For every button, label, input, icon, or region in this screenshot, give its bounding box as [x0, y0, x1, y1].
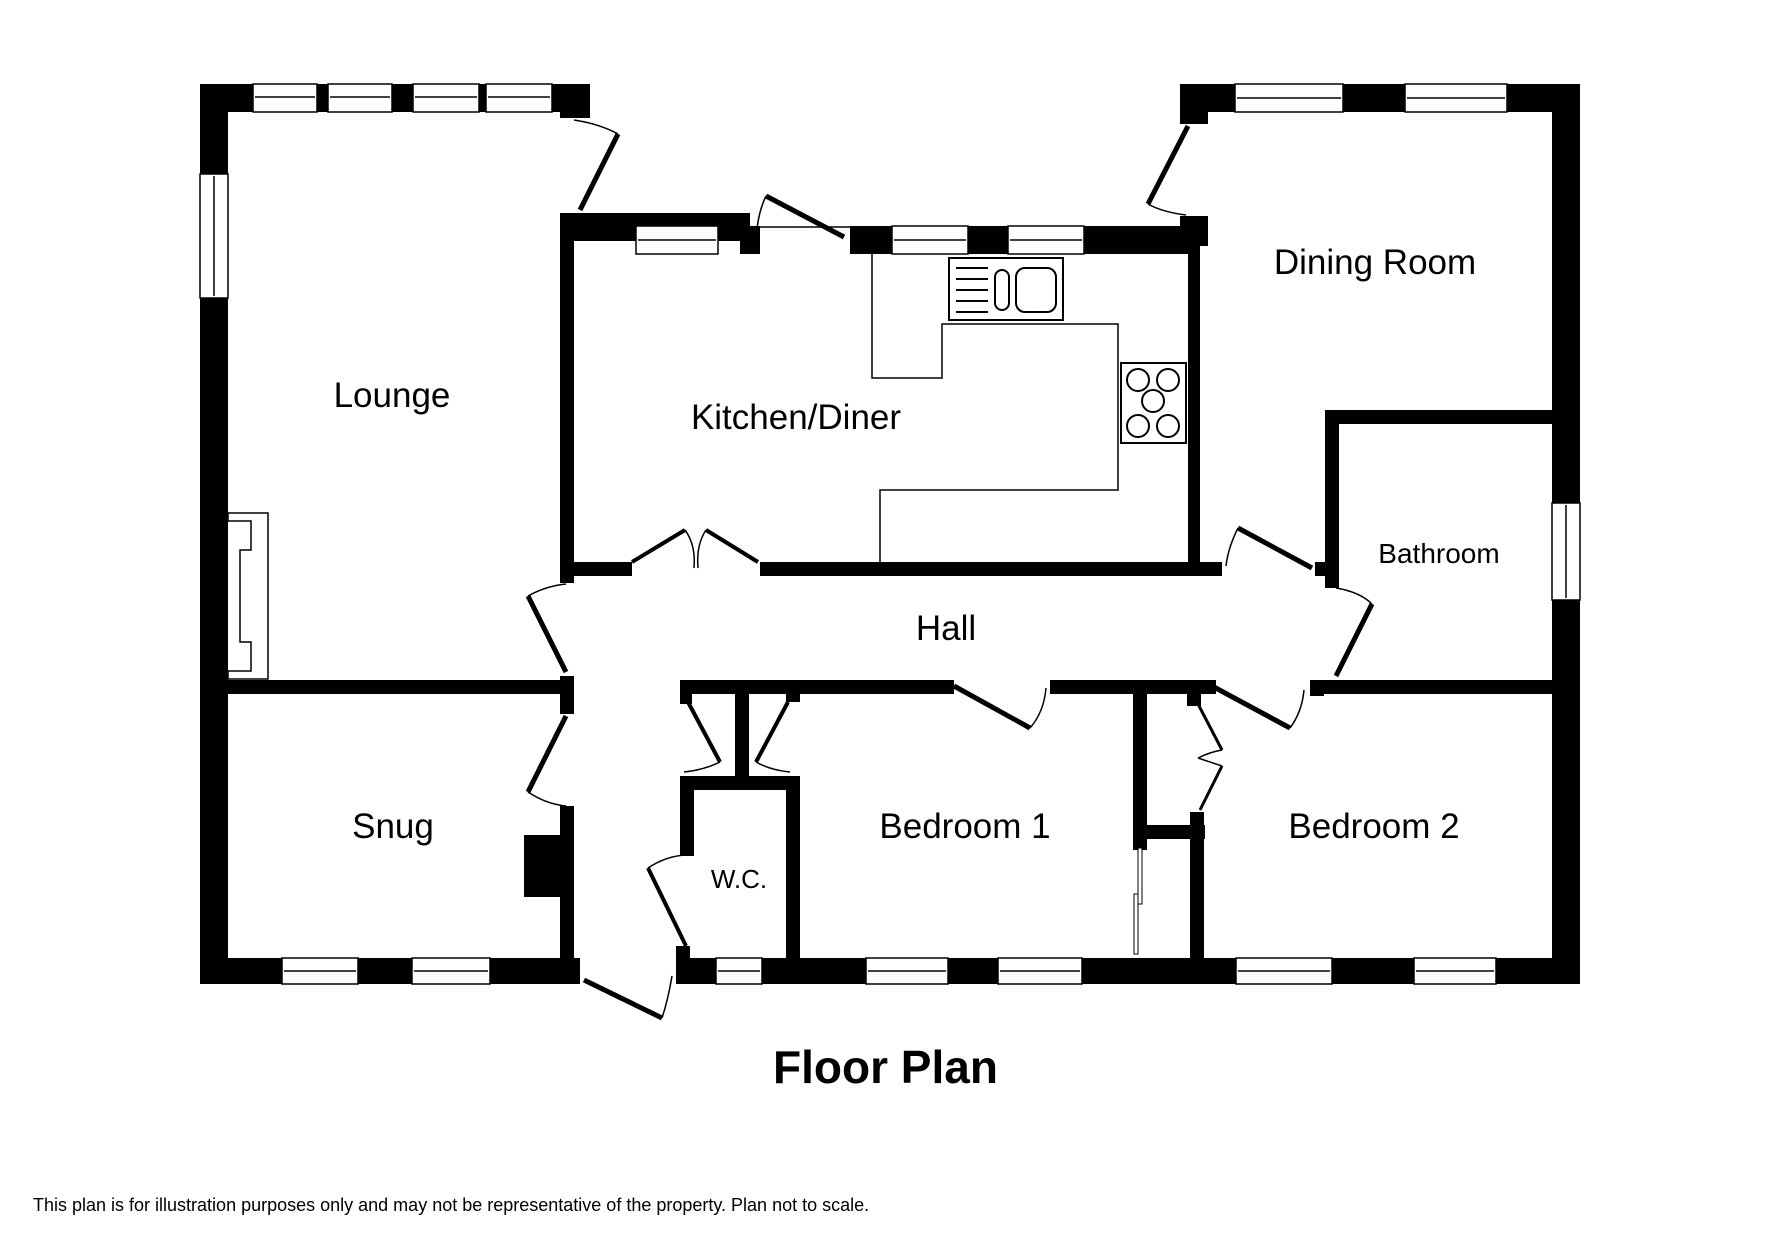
door-lounge-hall [525, 583, 569, 674]
room-label-bedroom-2: Bedroom 2 [1288, 807, 1459, 846]
door-bedroom-1 [952, 683, 1047, 731]
window [412, 83, 480, 113]
sink-icon [948, 257, 1064, 321]
door-kitchen-external [755, 193, 850, 240]
door-dining-external [1145, 124, 1191, 216]
room-label-wc: W.C. [711, 864, 767, 894]
windows [199, 83, 1581, 985]
window [485, 83, 553, 113]
door-cupboard-right [754, 701, 791, 773]
room-label-dining-room: Dining Room [1274, 243, 1476, 282]
door-wc [646, 854, 688, 947]
fireplace-icon [227, 512, 269, 680]
walls [200, 84, 1580, 984]
door-wardrobe-sliding [1133, 847, 1143, 955]
door-snug [525, 714, 569, 807]
door-bathroom [1333, 587, 1375, 678]
door-bedroom-2 [1210, 683, 1305, 731]
window [327, 83, 393, 113]
plan-title: Floor Plan [773, 1041, 998, 1093]
room-label-bathroom: Bathroom [1378, 538, 1499, 569]
door-cupboard-left [683, 701, 722, 773]
hob-icon [1120, 362, 1187, 444]
door-wardrobe-bifold [1196, 703, 1224, 811]
door-kitchen-hall-double [630, 528, 760, 569]
door-lounge-external [573, 119, 621, 212]
room-label-bedroom-1: Bedroom 1 [879, 807, 1050, 846]
window [252, 83, 318, 113]
room-label-hall: Hall [916, 609, 976, 648]
room-label-kitchen-diner: Kitchen/Diner [691, 398, 901, 437]
door-front [582, 975, 673, 1021]
kitchen-units [871, 254, 1119, 562]
doors [525, 119, 1375, 1021]
door-dining-hall [1225, 525, 1314, 571]
room-label-lounge: Lounge [334, 376, 451, 415]
disclaimer-text: This plan is for illustration purposes o… [33, 1195, 870, 1215]
room-label-snug: Snug [352, 807, 434, 846]
